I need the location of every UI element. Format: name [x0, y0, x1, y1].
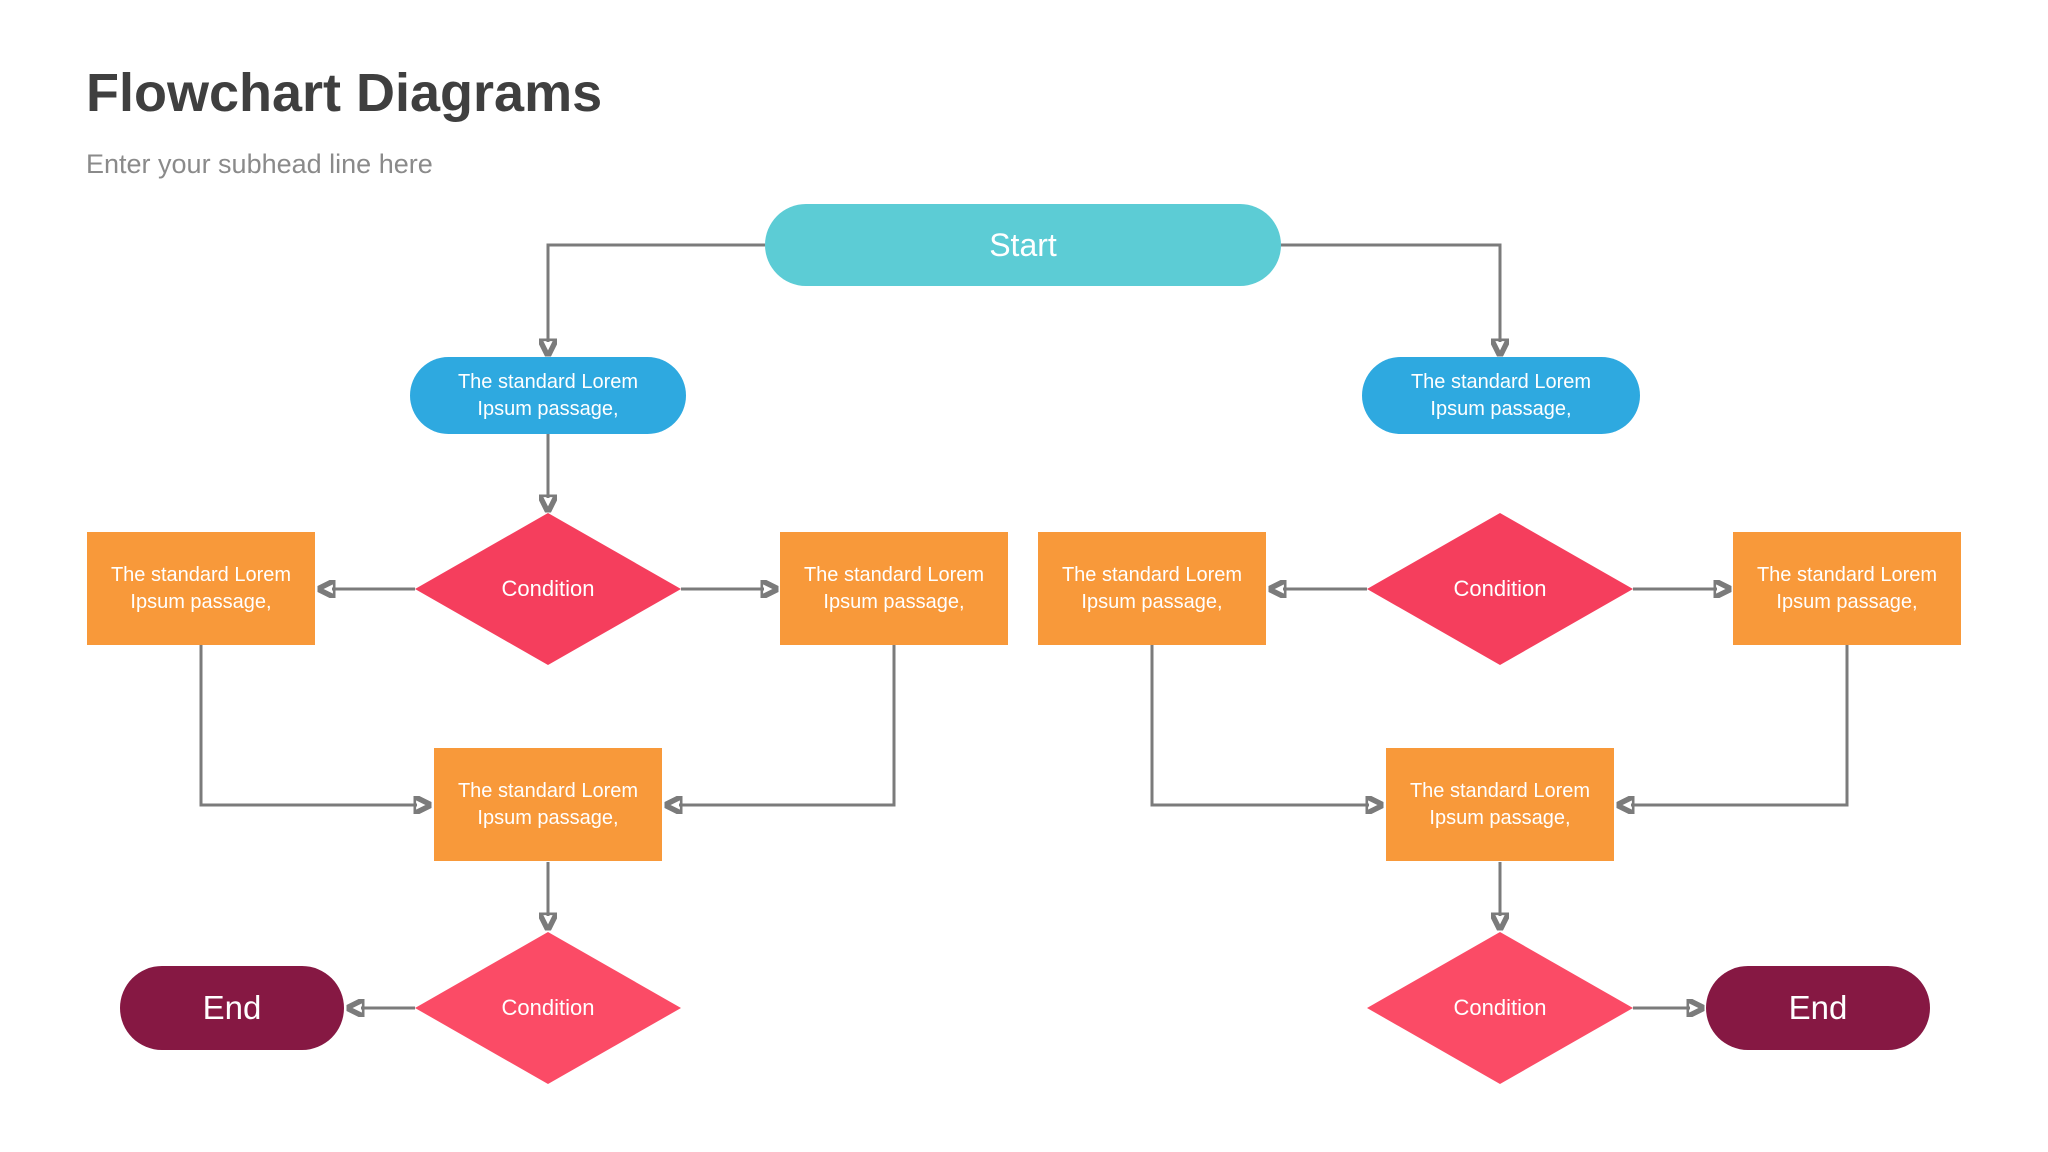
page-title: Flowchart Diagrams: [86, 63, 603, 123]
process-label-line2: Ipsum passage,: [1776, 590, 1918, 613]
start-terminator: Start: [765, 204, 1281, 286]
outcome-box-left-b: The standard Lorem Ipsum passage,: [780, 532, 1008, 645]
process-label-line1: The standard Lorem: [803, 564, 985, 587]
process-label-line2: Ipsum passage,: [1430, 397, 1572, 420]
end-terminator-right: End: [1706, 966, 1930, 1050]
connector-outcome-right-a-to-merge-right: [1150, 645, 1369, 805]
process-label-line1: The standard Lorem: [457, 371, 639, 394]
process-pill-right: The standard Lorem Ipsum passage,: [1362, 357, 1640, 434]
condition-label: Condition: [501, 995, 595, 1021]
process-label-line1: The standard Lorem: [457, 780, 639, 803]
process-label-line1: The standard Lorem: [1756, 564, 1938, 587]
process-label-line2: Ipsum passage,: [477, 397, 619, 420]
connector-outcome-left-a-to-merge-left: [199, 645, 417, 805]
outcome-box-left-a: The standard Lorem Ipsum passage,: [87, 532, 315, 645]
process-label-line1: The standard Lorem: [1410, 371, 1592, 394]
process-label-line1: The standard Lorem: [1409, 780, 1591, 803]
process-label-line1: The standard Lorem: [110, 564, 292, 587]
process-label-line2: Ipsum passage,: [1081, 590, 1223, 613]
merge-box-left: The standard Lorem Ipsum passage,: [434, 748, 662, 861]
process-label-line2: Ipsum passage,: [1429, 806, 1571, 829]
condition-label: Condition: [1453, 576, 1547, 602]
connector-outcome-right-b-to-merge-right: [1631, 645, 1849, 805]
end-label: End: [1788, 989, 1848, 1027]
condition-label: Condition: [1453, 995, 1547, 1021]
condition-label: Condition: [501, 576, 595, 602]
start-label: Start: [989, 226, 1057, 263]
process-label-line2: Ipsum passage,: [477, 806, 619, 829]
end-terminator-left: End: [120, 966, 344, 1050]
process-label-line2: Ipsum passage,: [130, 590, 272, 613]
outcome-box-right-b: The standard Lorem Ipsum passage,: [1733, 532, 1961, 645]
merge-box-right: The standard Lorem Ipsum passage,: [1386, 748, 1614, 861]
outcome-box-right-a: The standard Lorem Ipsum passage,: [1038, 532, 1266, 645]
end-label: End: [202, 989, 262, 1027]
page-subtitle: Enter your subhead line here: [86, 149, 433, 179]
process-pill-left: The standard Lorem Ipsum passage,: [410, 357, 686, 434]
connector-start-to-process-left: [548, 243, 765, 342]
process-label-line1: The standard Lorem: [1061, 564, 1243, 587]
process-label-line2: Ipsum passage,: [823, 590, 965, 613]
connector-start-to-process-right: [1281, 243, 1500, 342]
connector-outcome-left-b-to-merge-left: [679, 645, 896, 805]
